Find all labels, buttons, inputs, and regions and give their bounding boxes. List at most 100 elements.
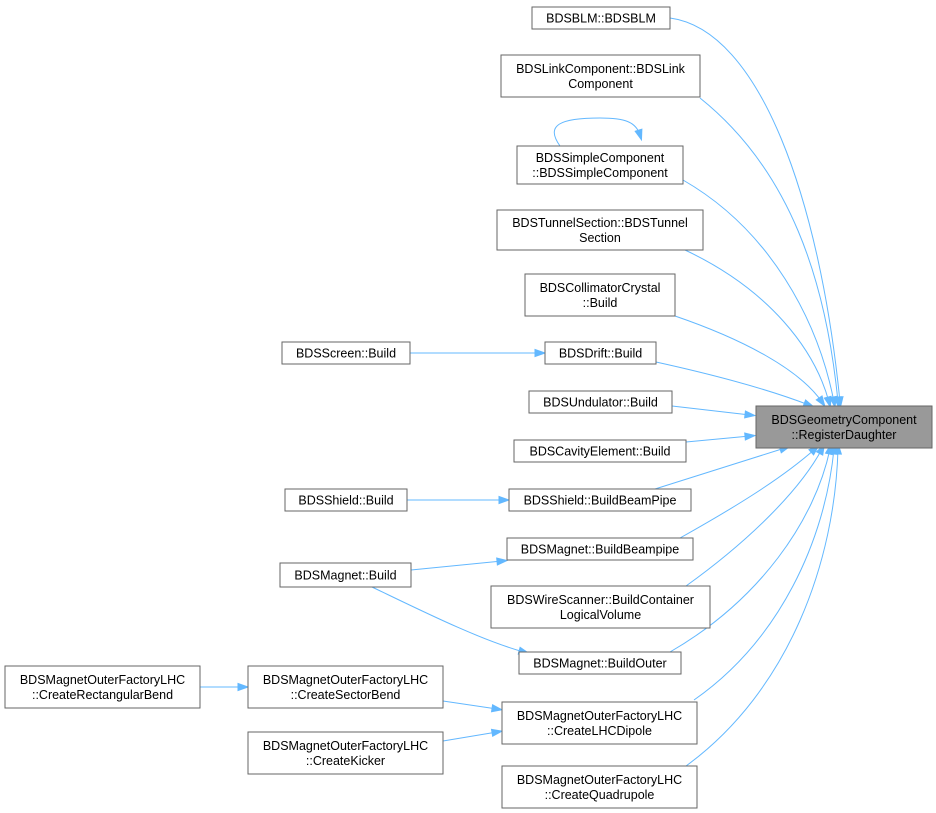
node-box — [755, 405, 933, 449]
edge-shield_build-to-shield_bbp — [407, 495, 511, 505]
node-box — [528, 390, 673, 414]
node-magnet-build[interactable]: BDSMagnet::Build — [279, 562, 412, 588]
edge-line — [684, 249, 830, 403]
node-target: BDSGeometryComponent::RegisterDaughter — [755, 405, 933, 449]
node-label-line: Section — [579, 231, 621, 245]
node-label-line: BDSMagnetOuterFactoryLHC — [263, 673, 428, 687]
node-magnet-bbp[interactable]: BDSMagnet::BuildBeampipe — [506, 537, 694, 561]
node-kicker[interactable]: BDSMagnetOuterFactoryLHC::CreateKicker — [247, 731, 444, 775]
node-label-line: BDSCavityElement::Build — [529, 445, 670, 459]
node-box — [544, 341, 657, 365]
edge-kicker-to-lhcdipole — [442, 728, 504, 742]
edge-sectorbend-to-lhcdipole — [442, 700, 504, 713]
node-box — [506, 537, 694, 561]
node-box — [531, 6, 671, 30]
node-wirescanner[interactable]: BDSWireScanner::BuildContainerLogicalVol… — [490, 585, 711, 629]
node-shield-build[interactable]: BDSShield::Build — [284, 488, 408, 512]
edge-line — [410, 560, 503, 571]
node-label-line: BDSScreen::Build — [296, 347, 396, 361]
edge-line — [679, 448, 816, 539]
node-box — [284, 488, 408, 512]
node-label-line: BDSShield::Build — [298, 494, 393, 508]
edge-arrowhead — [744, 410, 757, 419]
edge-line — [674, 315, 823, 403]
node-bdsblm[interactable]: BDSBLM::BDSBLM — [531, 6, 671, 30]
node-label-line: ::CreateKicker — [306, 754, 385, 768]
node-box — [4, 665, 201, 709]
edge-arrowhead — [496, 557, 509, 566]
edge-line — [671, 405, 751, 416]
edge-magnet_build-to-magnet_bbp — [410, 557, 509, 571]
edge-line — [685, 448, 839, 767]
node-label-line: BDSCollimatorCrystal — [540, 281, 661, 295]
edge-line — [655, 361, 810, 406]
node-lhcdipole[interactable]: BDSMagnetOuterFactoryLHC::CreateLHCDipol… — [501, 701, 698, 745]
node-label-line: BDSUndulator::Build — [543, 396, 658, 410]
node-box — [518, 651, 682, 675]
edge-line — [442, 731, 498, 742]
node-tunnel[interactable]: BDSTunnelSection::BDSTunnelSection — [496, 209, 704, 251]
node-box — [524, 273, 676, 317]
edge-collcrystal-to-target — [674, 315, 826, 408]
node-box — [490, 585, 711, 629]
node-label-line: BDSMagnetOuterFactoryLHC — [517, 709, 682, 723]
node-label-line: BDSMagnetOuterFactoryLHC — [517, 773, 682, 787]
node-box — [501, 701, 698, 745]
node-magnet-outer[interactable]: BDSMagnet::BuildOuter — [518, 651, 682, 675]
node-label-line: ::RegisterDaughter — [792, 428, 897, 442]
edge-arrowhead — [634, 128, 643, 142]
node-label-line: BDSMagnetOuterFactoryLHC — [263, 739, 428, 753]
edge-lhcdipole-to-target — [693, 442, 838, 701]
edge-drift-to-target — [655, 361, 816, 408]
node-label-line: BDSMagnet::BuildOuter — [533, 657, 666, 671]
node-label-line: ::CreateLHCDipole — [547, 724, 652, 738]
node-collcrystal[interactable]: BDSCollimatorCrystal::Build — [524, 273, 676, 317]
node-box — [279, 562, 412, 588]
edge-arrowhead — [498, 495, 511, 505]
node-box — [281, 341, 411, 365]
node-label-line: BDSBLM::BDSBLM — [546, 12, 656, 26]
edge-line — [669, 17, 841, 403]
node-label-line: BDSMagnet::BuildBeampipe — [521, 543, 679, 557]
node-link[interactable]: BDSLinkComponent::BDSLinkComponent — [500, 54, 701, 98]
node-box — [508, 488, 692, 512]
edge-arrowhead — [823, 395, 832, 409]
edge-line — [669, 448, 831, 653]
node-drift[interactable]: BDSDrift::Build — [544, 341, 657, 365]
edge-line — [442, 700, 498, 710]
edge-simple-to-simple — [553, 117, 643, 147]
node-box — [247, 731, 444, 775]
edge-simple-to-target — [682, 179, 838, 409]
node-label-line: Component — [568, 77, 633, 91]
edge-line — [699, 97, 839, 403]
node-undulator[interactable]: BDSUndulator::Build — [528, 390, 673, 414]
node-label-line: ::CreateRectangularBend — [32, 688, 173, 702]
node-box — [500, 54, 701, 98]
node-cavity[interactable]: BDSCavityElement::Build — [513, 439, 687, 463]
node-label-line: ::Build — [583, 296, 618, 310]
node-sectorbend[interactable]: BDSMagnetOuterFactoryLHC::CreateSectorBe… — [247, 665, 444, 709]
edge-line — [682, 179, 835, 403]
node-shield-bbp[interactable]: BDSShield::BuildBeamPipe — [508, 488, 692, 512]
node-screen[interactable]: BDSScreen::Build — [281, 341, 411, 365]
node-label-line: ::CreateSectorBend — [291, 688, 401, 702]
node-box — [501, 765, 698, 809]
node-label-line: BDSShield::BuildBeamPipe — [524, 494, 677, 508]
edge-line — [685, 448, 823, 587]
edge-quadrupole-to-target — [685, 442, 843, 767]
node-box — [496, 209, 704, 251]
edges-layer — [200, 17, 844, 767]
node-rectbend[interactable]: BDSMagnetOuterFactoryLHC::CreateRectangu… — [4, 665, 201, 709]
node-quadrupole[interactable]: BDSMagnetOuterFactoryLHC::CreateQuadrupo… — [501, 765, 698, 809]
node-label-line: BDSLinkComponent::BDSLink — [516, 62, 686, 76]
node-label-line: BDSSimpleComponent — [536, 151, 665, 165]
edge-line — [693, 448, 835, 701]
node-label-line: BDSWireScanner::BuildContainer — [507, 593, 694, 607]
edge-screen-to-drift — [410, 348, 547, 358]
edge-line — [371, 586, 525, 653]
node-box — [247, 665, 444, 709]
node-simple[interactable]: BDSSimpleComponent::BDSSimpleComponent — [516, 145, 684, 185]
edge-arrowhead — [237, 682, 250, 692]
edge-arrowhead — [490, 704, 504, 713]
